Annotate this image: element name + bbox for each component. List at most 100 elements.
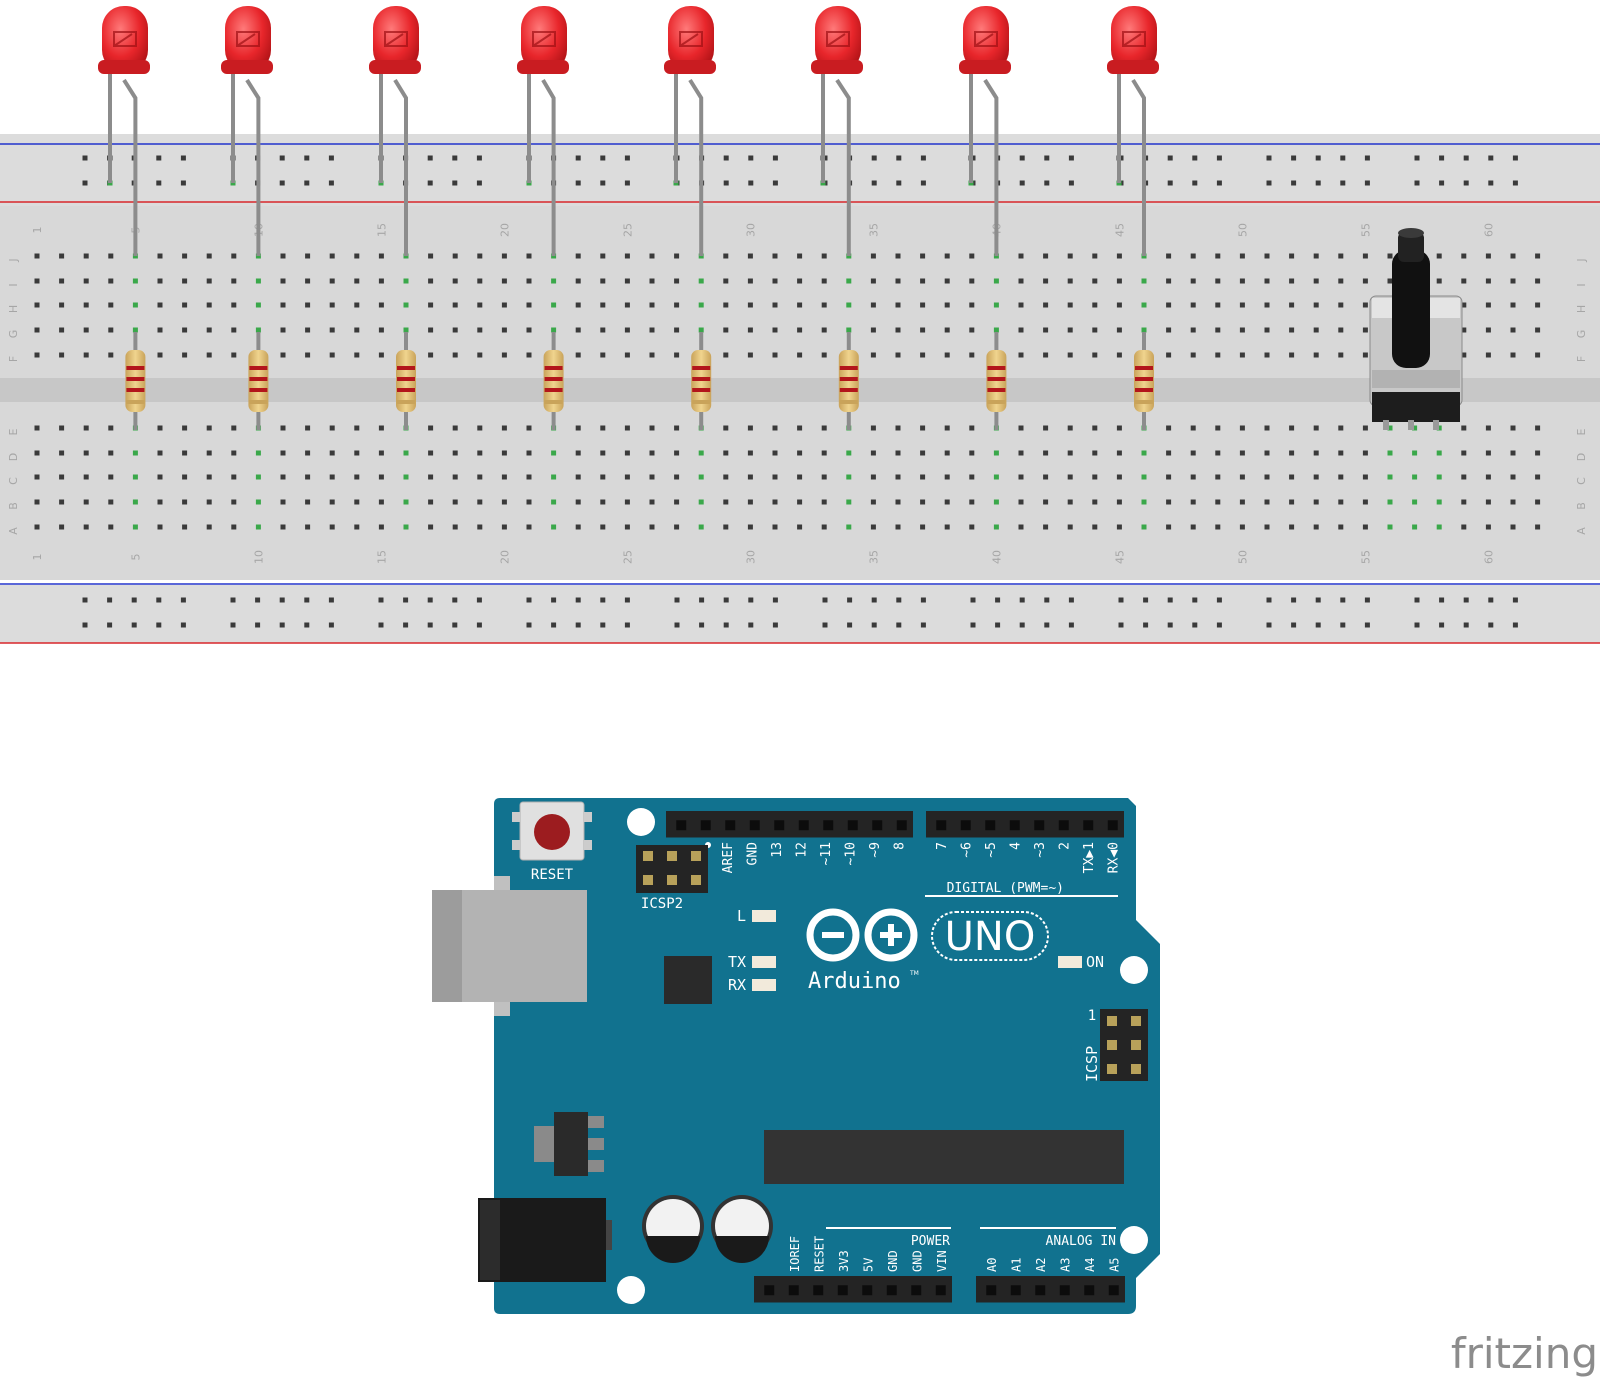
hole-connected [1141, 474, 1147, 480]
digital-pin-label: RX◀0 [1107, 842, 1122, 873]
led[interactable] [98, 6, 150, 256]
hole [674, 450, 680, 456]
resistor[interactable] [396, 332, 416, 430]
power-jack[interactable] [478, 1198, 612, 1282]
hole [1414, 622, 1420, 628]
hole [305, 425, 311, 431]
hole-connected [1436, 474, 1442, 480]
hole [428, 499, 434, 505]
hole [1043, 327, 1049, 333]
column-number: 15 [375, 223, 388, 237]
hole [1439, 597, 1445, 603]
hole [354, 499, 360, 505]
power-pin-label: GND [886, 1250, 900, 1272]
hole [428, 278, 434, 284]
hole [206, 450, 212, 456]
digital-pin-label: TX▶1 [1082, 842, 1097, 873]
hole [624, 597, 630, 603]
hole [723, 622, 729, 628]
capacitor [642, 1195, 704, 1263]
resistor-band [544, 388, 563, 392]
hole [1092, 302, 1098, 308]
hole [280, 524, 286, 530]
hole [1215, 524, 1221, 530]
resistor[interactable] [691, 332, 712, 430]
power-label: POWER [911, 1234, 950, 1249]
resistor[interactable] [543, 332, 564, 430]
hole [1291, 180, 1297, 186]
hole [1043, 302, 1049, 308]
led[interactable] [517, 6, 569, 256]
hole [1485, 327, 1491, 333]
small-chip [664, 956, 712, 1004]
usb-connector[interactable] [432, 876, 587, 1016]
header-socket [886, 1285, 897, 1296]
resistor[interactable] [1134, 332, 1154, 430]
hole-connected [846, 327, 852, 333]
hole [748, 597, 754, 603]
hole [428, 425, 434, 431]
hole [108, 499, 114, 505]
hole [1510, 352, 1516, 358]
hole [969, 253, 975, 259]
hole [452, 180, 458, 186]
hole [1215, 474, 1221, 480]
hole [34, 327, 40, 333]
hole [206, 474, 212, 480]
hole [1364, 180, 1370, 186]
hole [575, 278, 581, 284]
resistor-band [544, 377, 563, 381]
hole [1387, 278, 1393, 284]
hole [969, 278, 975, 284]
hole [156, 155, 162, 161]
hole [821, 253, 827, 259]
hole [206, 302, 212, 308]
hole [920, 524, 926, 530]
hole [1018, 474, 1024, 480]
led-rim [221, 60, 273, 74]
hole-connected [1436, 524, 1442, 530]
power-pin-label: 5V [862, 1258, 876, 1272]
hole [821, 327, 827, 333]
hole [1216, 622, 1222, 628]
hole [797, 302, 803, 308]
led[interactable] [959, 6, 1011, 256]
hole [1215, 499, 1221, 505]
hole [1535, 499, 1541, 505]
led[interactable] [664, 6, 716, 256]
potentiometer[interactable] [1369, 228, 1463, 430]
column-number: 25 [621, 550, 634, 564]
hole [231, 278, 237, 284]
led[interactable] [221, 6, 273, 256]
header-socket [725, 820, 736, 831]
hole [600, 180, 606, 186]
hole [354, 327, 360, 333]
hole [1166, 425, 1172, 431]
hole [1362, 425, 1368, 431]
hole [944, 524, 950, 530]
led[interactable] [811, 6, 863, 256]
hole [895, 499, 901, 505]
hole [83, 425, 89, 431]
hole [1192, 622, 1198, 628]
hole [280, 474, 286, 480]
hole [895, 327, 901, 333]
hole [772, 425, 778, 431]
resistor[interactable] [986, 332, 1007, 430]
led[interactable] [1107, 6, 1159, 256]
hole [896, 180, 902, 186]
hole [1264, 302, 1270, 308]
resistor[interactable] [248, 332, 269, 430]
reset-button[interactable] [512, 801, 592, 861]
resistor[interactable] [125, 332, 146, 430]
hole-connected [551, 327, 557, 333]
hole [870, 278, 876, 284]
hole [920, 425, 926, 431]
resistor[interactable] [838, 332, 859, 430]
led[interactable] [369, 6, 421, 256]
hole [649, 327, 655, 333]
hole-connected [698, 302, 704, 308]
hole [944, 302, 950, 308]
hole [895, 524, 901, 530]
hole [83, 524, 89, 530]
